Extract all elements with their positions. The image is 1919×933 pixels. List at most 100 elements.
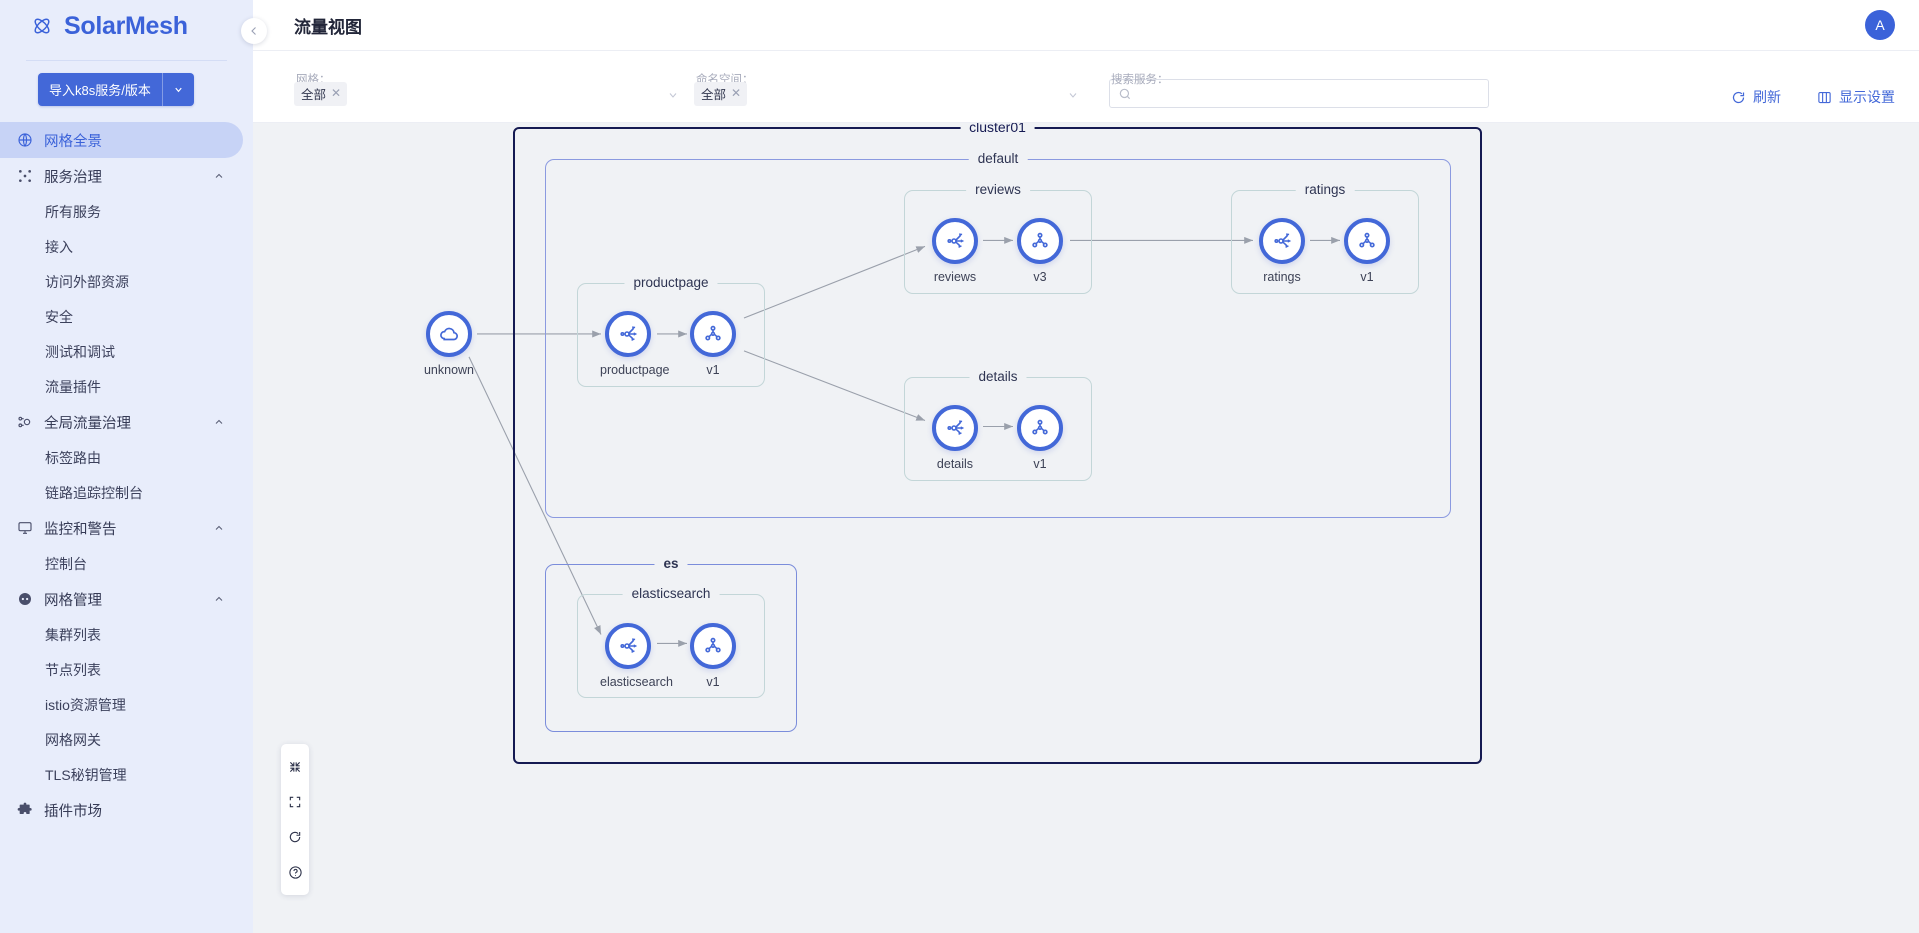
graph-node-productpage[interactable]: productpage xyxy=(600,311,670,377)
sidebar-group-service-governance[interactable]: 服务治理 xyxy=(0,158,253,194)
node-circle xyxy=(605,311,651,357)
mesh-icon xyxy=(16,168,33,185)
chevron-down-icon[interactable] xyxy=(163,73,194,106)
sidebar-item-label-routing[interactable]: 标签路由 xyxy=(0,440,253,475)
service-box-details[interactable]: details xyxy=(904,369,1092,481)
node-label: ratings xyxy=(1263,270,1301,284)
graph-node-details-v1[interactable]: v1 xyxy=(1012,405,1068,471)
version-icon xyxy=(705,637,721,653)
node-circle xyxy=(1259,218,1305,264)
import-k8s-service-button[interactable]: 导入k8s服务/版本 xyxy=(38,73,194,106)
chevron-left-icon xyxy=(251,27,256,35)
service-icon xyxy=(620,326,638,342)
refresh-button[interactable]: 刷新 xyxy=(1731,87,1781,107)
service-box-elasticsearch[interactable]: elasticsearch xyxy=(577,586,765,698)
close-icon[interactable]: ✕ xyxy=(731,86,742,100)
sidebar-item-console[interactable]: 控制台 xyxy=(0,546,253,581)
sidebar-item-tls-key-management[interactable]: TLS秘钥管理 xyxy=(0,757,253,792)
sidebar-group-mesh-management[interactable]: 网格管理 xyxy=(0,581,253,617)
cloud-icon xyxy=(440,327,458,341)
namespace-box-default[interactable]: default xyxy=(545,151,1451,518)
namespace-box-es[interactable]: es xyxy=(545,556,797,732)
node-label: v3 xyxy=(1033,270,1047,284)
graph-node-ratings-v1[interactable]: v1 xyxy=(1339,218,1395,284)
display-settings-button[interactable]: 显示设置 xyxy=(1817,87,1895,107)
graph-node-es-v1[interactable]: v1 xyxy=(685,623,741,689)
service-box-reviews[interactable]: reviews xyxy=(904,182,1092,294)
sidebar-group-label: 监控和警告 xyxy=(44,521,117,538)
search-input-wrapper[interactable] xyxy=(1109,79,1489,108)
graph-refresh-button[interactable] xyxy=(281,820,309,854)
chevron-up-icon[interactable] xyxy=(213,522,225,534)
sidebar-group-global-traffic[interactable]: 全局流量治理 xyxy=(0,404,253,440)
service-label: details xyxy=(969,369,1027,384)
mesh-select[interactable]: 全部 ✕ xyxy=(294,79,679,109)
graph-node-unknown[interactable]: unknown xyxy=(421,311,477,377)
sidebar-item-label: 控制台 xyxy=(45,555,87,572)
service-icon xyxy=(1274,233,1292,249)
chevron-down-icon[interactable] xyxy=(1067,88,1079,100)
sidebar-item-label: 节点列表 xyxy=(45,661,101,678)
avatar[interactable]: A xyxy=(1865,10,1895,40)
graph-node-ratings[interactable]: ratings xyxy=(1254,218,1310,284)
version-icon xyxy=(1032,419,1048,435)
sidebar-nav: 网格全景 服务治理 所有服务 接入 访问外部资源 安全 测试和调试 流量插件 xyxy=(0,120,253,828)
sidebar-group-monitoring-alerts[interactable]: 监控和警告 xyxy=(0,510,253,546)
mesh-selected-value: 全部 xyxy=(301,87,327,102)
node-label: elasticsearch xyxy=(600,675,673,689)
traffic-icon xyxy=(16,414,33,431)
graph-node-reviews[interactable]: reviews xyxy=(927,218,983,284)
toolbar-actions: 刷新 显示设置 xyxy=(1731,87,1895,107)
close-icon[interactable]: ✕ xyxy=(331,86,342,100)
chevron-down-icon[interactable] xyxy=(667,88,679,100)
chevron-up-icon[interactable] xyxy=(213,416,225,428)
sidebar-item-security[interactable]: 安全 xyxy=(0,299,253,334)
version-icon xyxy=(705,325,721,341)
sidebar-item-mesh-overview[interactable]: 网格全景 xyxy=(0,122,243,158)
sidebar-collapse-button[interactable] xyxy=(241,18,267,44)
cluster-box[interactable]: cluster01 xyxy=(513,123,1482,764)
display-settings-label: 显示设置 xyxy=(1839,89,1895,105)
sidebar-item-mesh-gateway[interactable]: 网格网关 xyxy=(0,722,253,757)
chevron-up-icon[interactable] xyxy=(213,593,225,605)
node-label: v1 xyxy=(706,675,720,689)
sidebar-item-label: 集群列表 xyxy=(45,626,101,643)
graph-node-elasticsearch[interactable]: elasticsearch xyxy=(600,623,673,689)
node-circle xyxy=(932,405,978,451)
sidebar-item-external-resources[interactable]: 访问外部资源 xyxy=(0,264,253,299)
chevron-up-icon[interactable] xyxy=(213,170,225,182)
sidebar-item-cluster-list[interactable]: 集群列表 xyxy=(0,617,253,652)
sidebar-item-traffic-plugins[interactable]: 流量插件 xyxy=(0,369,253,404)
search-input[interactable] xyxy=(1138,86,1480,101)
sidebar-item-ingress[interactable]: 接入 xyxy=(0,229,253,264)
sidebar-item-all-services[interactable]: 所有服务 xyxy=(0,194,253,229)
sidebar-item-label: 插件市场 xyxy=(44,803,102,820)
namespace-select[interactable]: 全部 ✕ xyxy=(694,79,1079,109)
avatar-letter: A xyxy=(1875,17,1885,33)
sidebar-item-test-debug[interactable]: 测试和调试 xyxy=(0,334,253,369)
service-icon xyxy=(620,638,638,654)
sidebar-item-istio-resources[interactable]: istio资源管理 xyxy=(0,687,253,722)
graph-node-productpage-v1[interactable]: v1 xyxy=(685,311,741,377)
collapse-arrows-button[interactable] xyxy=(281,750,309,784)
graph-node-details[interactable]: details xyxy=(927,405,983,471)
service-search-filter: 搜索服务： xyxy=(1109,74,1489,108)
sidebar-item-label: 流量插件 xyxy=(45,378,101,395)
service-box-productpage[interactable]: productpage xyxy=(577,275,765,387)
sidebar-item-tracing-console[interactable]: 链路追踪控制台 xyxy=(0,475,253,510)
service-label: elasticsearch xyxy=(622,586,720,601)
node-circle xyxy=(690,623,736,669)
fullscreen-button[interactable] xyxy=(281,785,309,819)
namespace-selected-value: 全部 xyxy=(701,87,727,102)
search-icon xyxy=(1119,88,1131,99)
service-icon xyxy=(947,420,965,436)
graph-node-reviews-v3[interactable]: v3 xyxy=(1012,218,1068,284)
sidebar-item-label: 接入 xyxy=(45,238,73,255)
sidebar-item-plugin-market[interactable]: 插件市场 xyxy=(0,792,253,828)
help-button[interactable] xyxy=(281,855,309,889)
service-box-ratings[interactable]: ratings xyxy=(1231,182,1419,294)
sidebar-item-label: 网格全景 xyxy=(44,133,102,150)
sidebar-item-node-list[interactable]: 节点列表 xyxy=(0,652,253,687)
version-icon xyxy=(1032,232,1048,248)
traffic-graph-canvas[interactable]: cluster01 default es productpage reviews… xyxy=(253,123,1919,933)
